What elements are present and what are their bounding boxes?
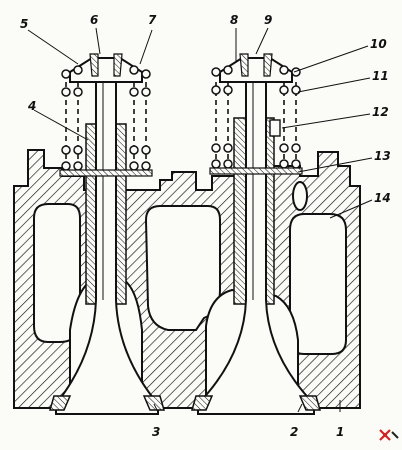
callout-13: 13 xyxy=(374,149,391,163)
oil-passage-hole xyxy=(292,181,308,211)
coolant-jacket-cavities xyxy=(33,181,347,355)
leader-lines xyxy=(27,27,373,413)
right-water-jacket xyxy=(289,213,347,355)
left-valve-seat-l xyxy=(49,395,72,411)
right-cotter xyxy=(239,53,249,77)
callout-9: 9 xyxy=(264,13,272,27)
right-cotter-2 xyxy=(263,53,273,77)
callout-2: 2 xyxy=(290,425,298,439)
right-valve-seat-r xyxy=(298,395,321,411)
right-valve-seat-l xyxy=(191,395,214,411)
callout-numbers: 1 2 3 4 5 6 7 8 9 10 11 12 13 14 xyxy=(20,13,391,439)
valve-cotters xyxy=(89,53,273,77)
valve-seats xyxy=(49,395,321,411)
spring-retainers xyxy=(69,57,293,83)
right-lower-washer xyxy=(209,167,303,175)
callout-6: 6 xyxy=(90,13,98,27)
callout-1: 1 xyxy=(336,425,344,439)
callout-3: 3 xyxy=(152,425,160,439)
left-cotter-2 xyxy=(113,53,123,77)
center-water-jacket xyxy=(144,205,221,331)
valve-springs xyxy=(65,82,297,168)
callout-14: 14 xyxy=(374,191,391,205)
corner-logo-icon xyxy=(379,429,399,441)
callout-11: 11 xyxy=(372,69,389,83)
spring-coil-sections xyxy=(61,65,301,171)
callout-8: 8 xyxy=(230,13,238,27)
left-valve-seat-r xyxy=(142,395,165,411)
callout-5: 5 xyxy=(20,17,28,31)
callout-12: 12 xyxy=(372,105,389,119)
left-cotter xyxy=(89,53,99,77)
callout-7: 7 xyxy=(148,13,157,27)
valve-stem-seal xyxy=(269,119,281,137)
right-valve-springs xyxy=(215,82,297,166)
left-valve xyxy=(55,59,159,415)
right-valve xyxy=(197,59,315,415)
callout-4: 4 xyxy=(27,99,36,113)
callout-10: 10 xyxy=(370,37,387,51)
left-lower-washer xyxy=(59,169,153,177)
